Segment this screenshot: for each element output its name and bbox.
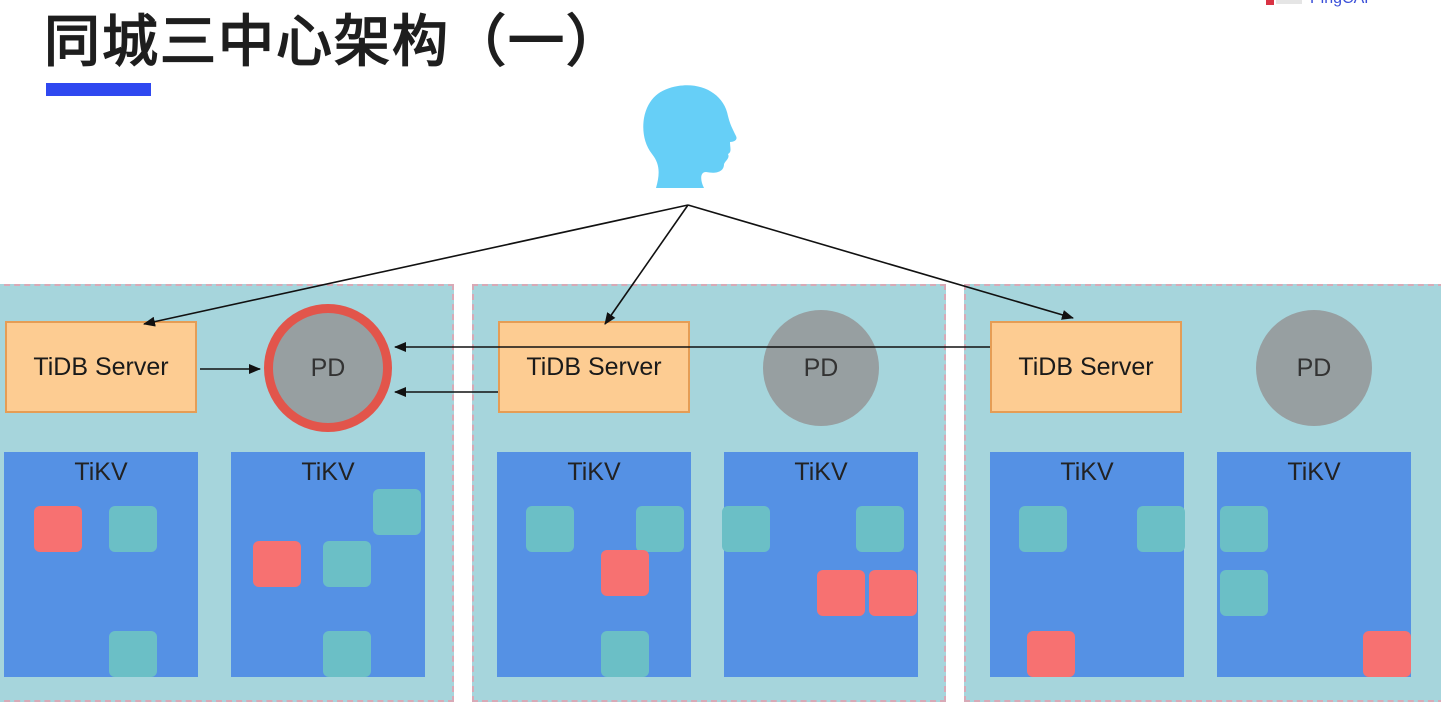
- tikv-label: TiKV: [794, 458, 848, 486]
- region-follower: [1220, 570, 1268, 616]
- tikv-dc1-b: TiKV: [231, 452, 425, 677]
- tikv-label: TiKV: [567, 458, 621, 486]
- tikv-dc2-b: TiKV: [722, 452, 918, 677]
- region-follower: [722, 506, 770, 552]
- tikv-label: TiKV: [301, 458, 355, 486]
- region-follower: [1220, 506, 1268, 552]
- region-leader: [1363, 631, 1411, 677]
- region-follower: [1137, 506, 1185, 552]
- region-follower: [373, 489, 421, 535]
- tikv-dc3-b: TiKV: [1217, 452, 1411, 677]
- region-follower: [323, 631, 371, 677]
- logo-text: PingCAP: [1310, 0, 1375, 8]
- title-accent-bar: [46, 83, 151, 96]
- region-follower: [526, 506, 574, 552]
- pd-leader-dc1: PD: [264, 304, 392, 432]
- tidb-server-dc3: TiDB Server: [990, 321, 1182, 413]
- region-leader: [1027, 631, 1075, 677]
- logo-icon: [1266, 0, 1274, 5]
- region-follower: [323, 541, 371, 587]
- region-follower: [109, 631, 157, 677]
- tikv-dc2-a: TiKV: [497, 452, 691, 677]
- tikv-label: TiKV: [1060, 458, 1114, 486]
- region-follower: [601, 631, 649, 677]
- user-head-icon: [640, 84, 740, 194]
- region-follower: [856, 506, 904, 552]
- pd-dc2: PD: [763, 310, 879, 426]
- tikv-dc1-a: TiKV: [4, 452, 198, 677]
- region-leader: [34, 506, 82, 552]
- region-follower: [109, 506, 157, 552]
- arrow-user-to-tidb-dc1: [143, 204, 689, 327]
- pd-dc3: PD: [1256, 310, 1372, 426]
- tikv-label: TiKV: [1287, 458, 1341, 486]
- region-leader: [869, 570, 917, 616]
- slide-title: 同城三中心架构（一）: [44, 10, 624, 75]
- region-leader: [817, 570, 865, 616]
- region-leader: [601, 550, 649, 596]
- region-leader: [253, 541, 301, 587]
- tikv-label: TiKV: [74, 458, 128, 486]
- region-follower: [636, 506, 684, 552]
- logo-divider: [1276, 0, 1302, 4]
- arrow-user-to-tidb-dc3: [687, 204, 1074, 320]
- tidb-server-dc1: TiDB Server: [5, 321, 197, 413]
- tidb-server-dc2: TiDB Server: [498, 321, 690, 413]
- region-follower: [1019, 506, 1067, 552]
- arrow-user-to-tidb-dc2: [604, 204, 689, 325]
- tikv-dc3-a: TiKV: [990, 452, 1185, 677]
